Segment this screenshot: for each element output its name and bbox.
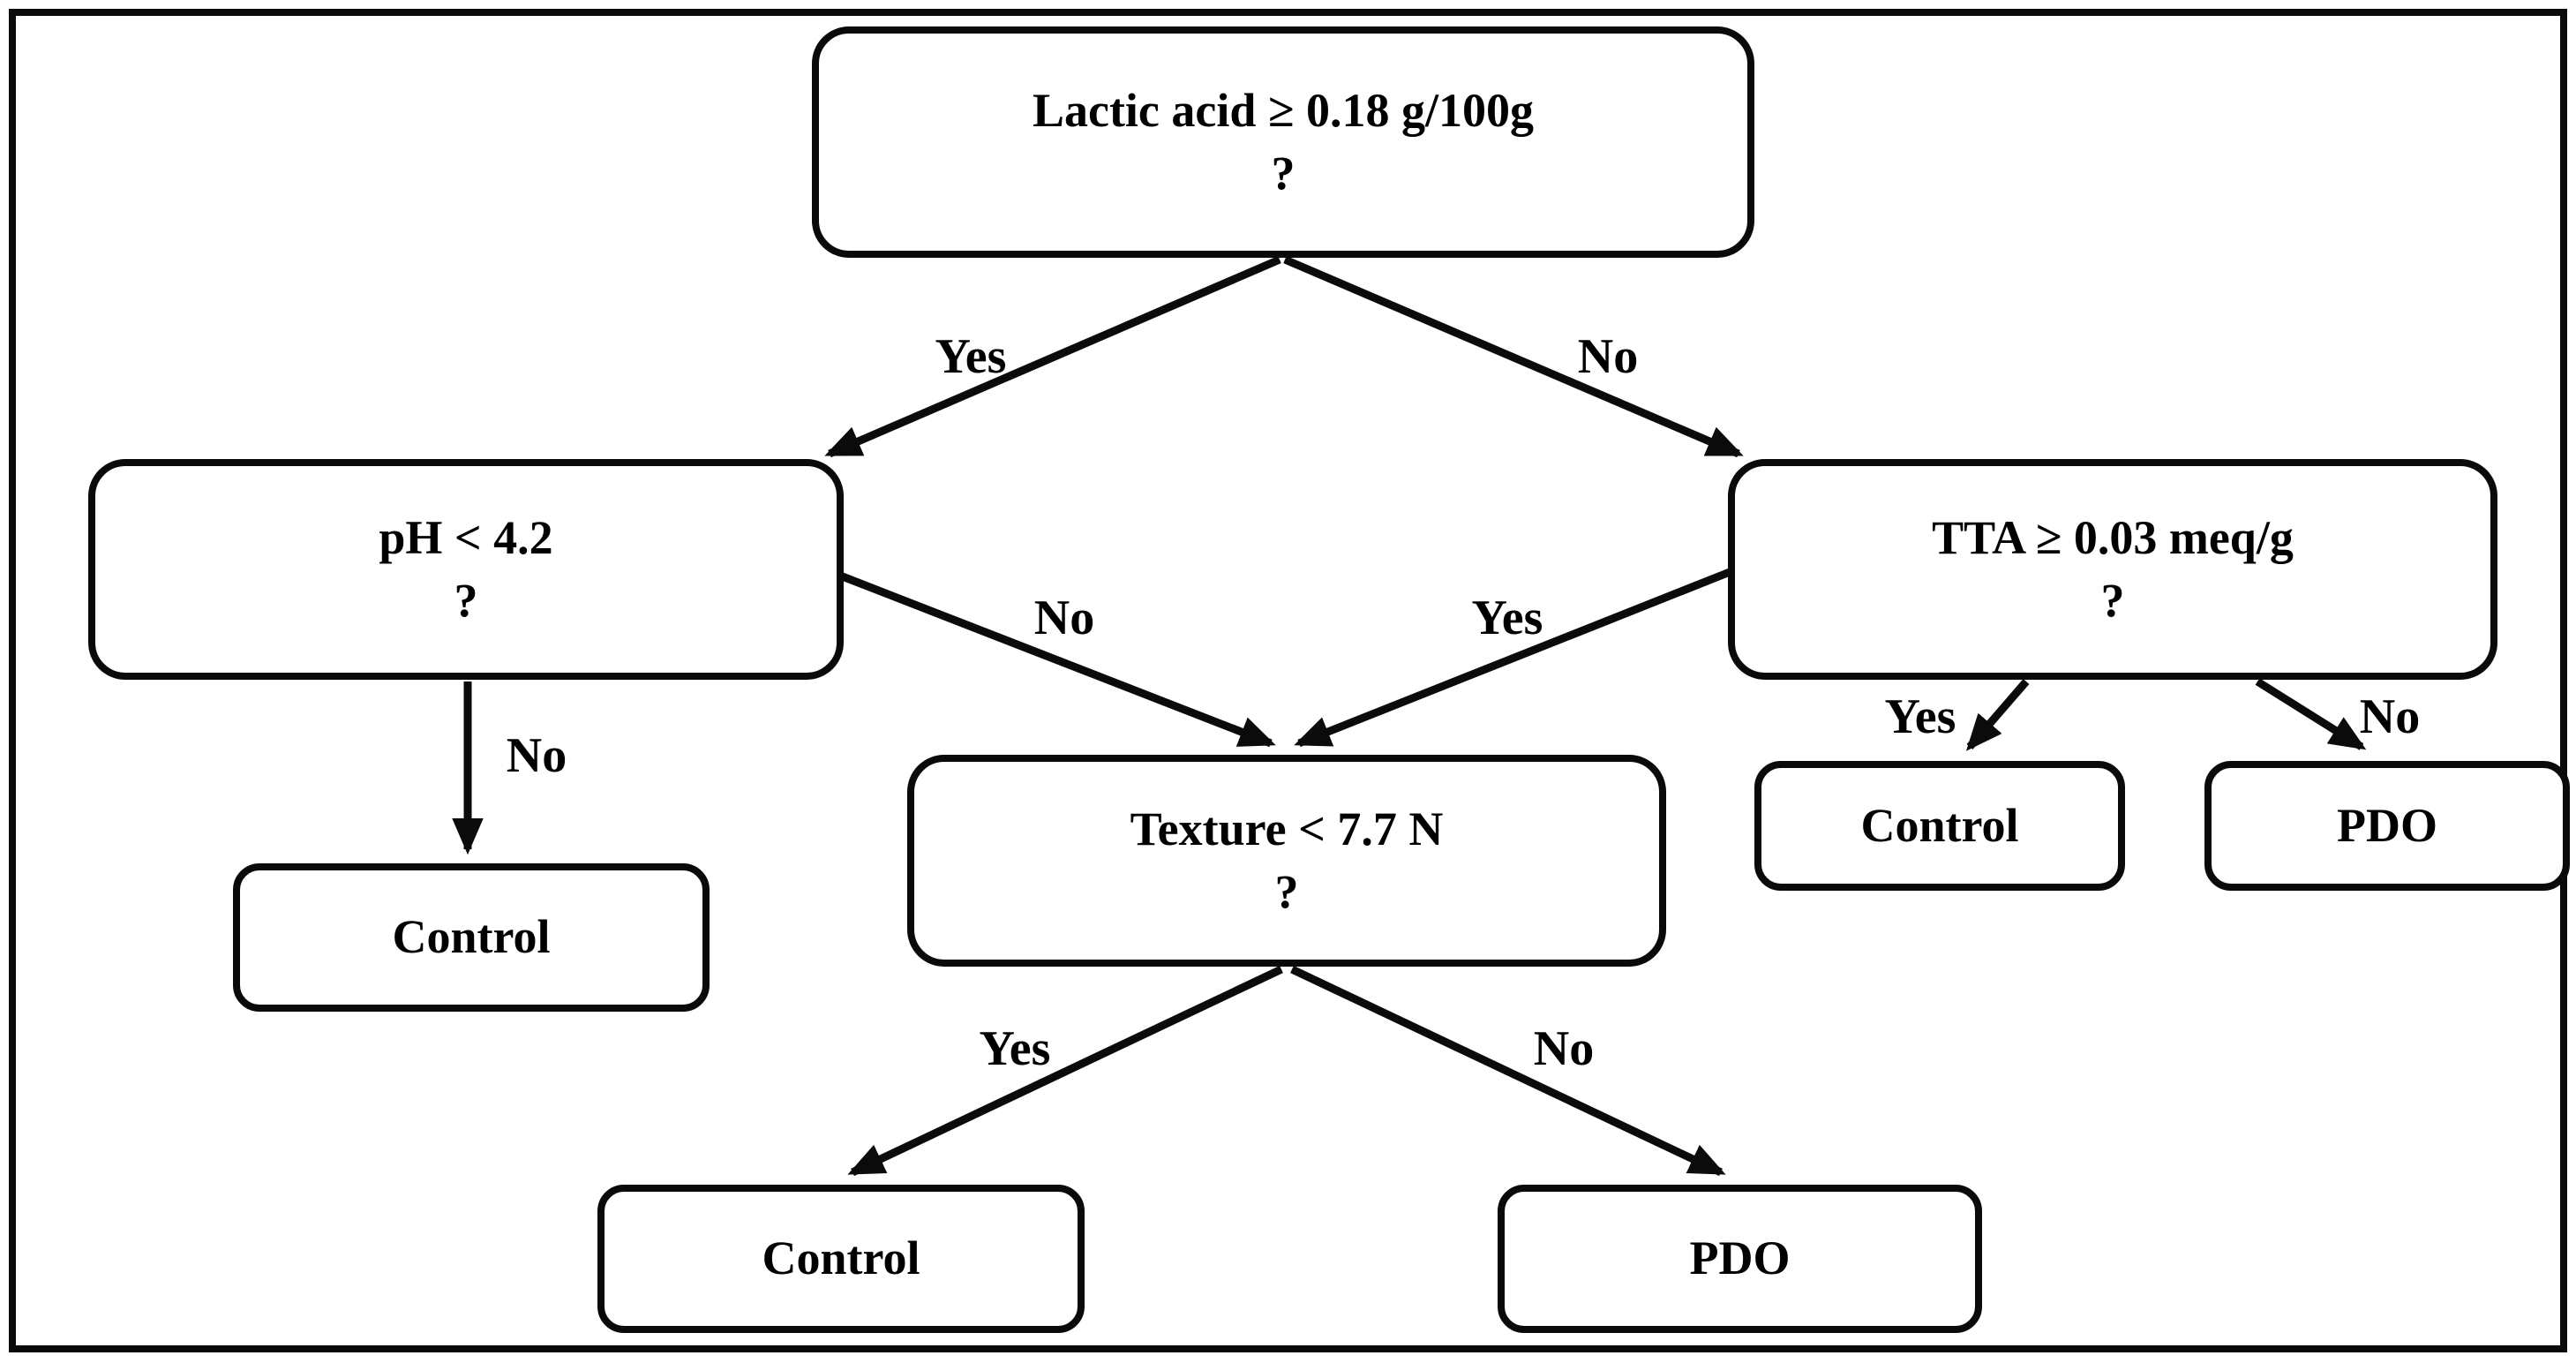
node-question-mark: ? <box>1274 865 1299 918</box>
node-label: Control <box>1860 798 2019 852</box>
node-control-left: Control <box>233 863 710 1012</box>
edge-label-ph-no-control: No <box>506 728 567 783</box>
node-question-mark: ? <box>454 574 478 627</box>
edge-label-root-yes: Yes <box>935 329 1007 384</box>
node-label: pH < 4.2 <box>379 510 553 564</box>
node-label: TTA ≥ 0.03 meq/g <box>1932 510 2294 564</box>
edge-label-texture-no-pdo: No <box>1533 1021 1595 1076</box>
node-pdo-right: PDO <box>2204 761 2570 891</box>
node-control-bottom: Control <box>597 1185 1085 1333</box>
node-label: Control <box>762 1231 920 1285</box>
node-label: Control <box>392 910 551 964</box>
node-label: PDO <box>1689 1231 1791 1285</box>
node-label: Texture < 7.7 N <box>1130 802 1444 855</box>
node-control-right: Control <box>1754 761 2125 891</box>
node-question-mark: ? <box>1271 147 1296 200</box>
edge-label-root-no: No <box>1577 329 1639 384</box>
node-label: PDO <box>2337 798 2437 852</box>
edge-label-ph-no-texture: No <box>1033 591 1095 645</box>
node-pdo-bottom: PDO <box>1498 1185 1982 1333</box>
node-texture: Texture < 7.7 N ? <box>907 755 1666 967</box>
node-label: Lactic acid ≥ 0.18 g/100g <box>1032 83 1535 137</box>
node-tta: TTA ≥ 0.03 meq/g ? <box>1728 459 2497 680</box>
node-question-mark: ? <box>2100 574 2125 627</box>
edge-label-texture-yes-control: Yes <box>979 1021 1051 1076</box>
edge-label-tta-no-pdo: No <box>2359 689 2421 744</box>
node-ph: pH < 4.2 ? <box>88 459 844 680</box>
figure-border <box>9 9 2567 1352</box>
edge-label-tta-yes-control: Yes <box>1884 689 1956 744</box>
node-lactic-acid: Lactic acid ≥ 0.18 g/100g ? <box>812 26 1754 258</box>
edge-label-tta-yes-texture: Yes <box>1471 591 1543 645</box>
